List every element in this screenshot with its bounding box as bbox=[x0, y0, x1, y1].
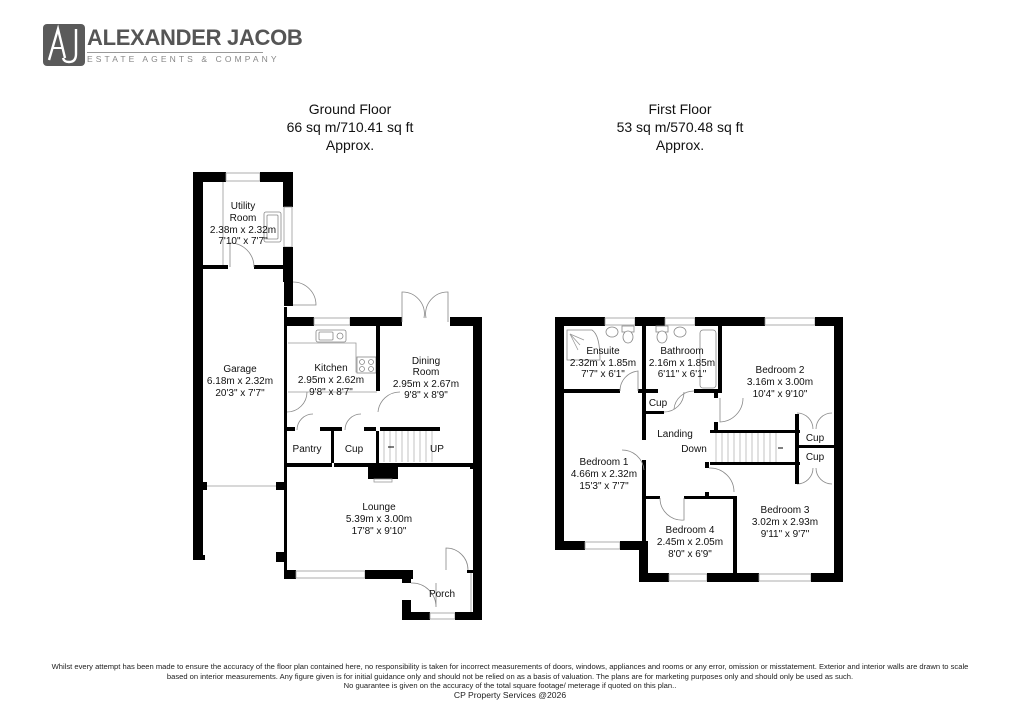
first-floor-area: 53 sq m/570.48 sq ft bbox=[616, 119, 744, 135]
logo-divider bbox=[87, 52, 263, 53]
monogram-badge bbox=[43, 24, 85, 66]
aj-monogram-icon bbox=[47, 24, 78, 64]
stairs-down-label: Down bbox=[681, 444, 707, 455]
ground-floor-title: Ground Floor bbox=[308, 101, 392, 117]
dining-room-metric: 2.95m x 2.67m bbox=[393, 379, 459, 390]
bedroom-2-metric: 3.16m x 3.00m bbox=[747, 377, 813, 388]
pantry-label: Pantry bbox=[293, 444, 322, 455]
kitchen-metric: 2.95m x 2.62m bbox=[298, 375, 364, 386]
ground-floor-plan: Utility Room 2.38m x 2.32m 7'10" x 7'7" … bbox=[193, 172, 482, 620]
lounge-metric: 5.39m x 3.00m bbox=[346, 514, 412, 525]
bedroom-4-metric: 2.45m x 2.05m bbox=[657, 537, 723, 548]
dining-room-label: Dining bbox=[412, 356, 440, 367]
utility-room-metric: 2.38m x 2.32m bbox=[210, 225, 276, 236]
lounge-imperial: 17'8" x 9'10" bbox=[352, 526, 407, 537]
disclaimer-line-2: based on interior measurements. Any figu… bbox=[166, 671, 854, 681]
porch-label: Porch bbox=[429, 589, 455, 600]
ensuite-label: Ensuite bbox=[586, 346, 620, 357]
disclaimer-line-3: No guarantee is given on the accuracy of… bbox=[343, 681, 677, 691]
plan-credit: CP Property Services @2026 bbox=[453, 689, 567, 700]
landing-cup-label: Cup bbox=[649, 398, 668, 409]
disclaimer: Whilst every attempt has been made to en… bbox=[0, 662, 1020, 700]
stairs-up-label: UP bbox=[430, 444, 444, 455]
bathroom-label: Bathroom bbox=[660, 346, 703, 357]
bedroom-3-label: Bedroom 3 bbox=[761, 505, 810, 516]
landing-label: Landing bbox=[657, 429, 693, 440]
ground-floor-area: 66 sq m/710.41 sq ft bbox=[286, 119, 414, 135]
ensuite-metric: 2.32m x 1.85m bbox=[570, 358, 636, 369]
bedroom-4-imperial: 8'0" x 6'9" bbox=[668, 549, 712, 560]
ground-floor-heading: Ground Floor 66 sq m/710.41 sq ft Approx… bbox=[250, 100, 450, 154]
garage-metric: 6.18m x 2.32m bbox=[207, 376, 273, 387]
bedroom-1-imperial: 15'3" x 7'7" bbox=[579, 481, 629, 492]
kitchen-imperial: 9'8" x 8'7" bbox=[309, 387, 353, 398]
agency-name: ALEXANDER JACOB bbox=[87, 25, 303, 50]
utility-room-imperial: 7'10" x 7'7" bbox=[218, 236, 268, 247]
cup-label: Cup bbox=[345, 444, 364, 455]
garage-imperial: 20'3" x 7'7" bbox=[215, 388, 265, 399]
bedroom-1-metric: 4.66m x 2.32m bbox=[571, 469, 637, 480]
bedroom-3-cup-label: Cup bbox=[806, 452, 825, 463]
kitchen-label: Kitchen bbox=[314, 363, 347, 374]
ground-floor-approx: Approx. bbox=[325, 137, 375, 153]
bedroom-3-imperial: 9'11" x 9'7" bbox=[761, 529, 810, 540]
first-floor-approx: Approx. bbox=[655, 137, 705, 153]
utility-room-label-2: Room bbox=[230, 213, 257, 224]
dining-room-label-2: Room bbox=[413, 367, 440, 378]
bedroom-3-metric: 3.02m x 2.93m bbox=[752, 517, 818, 528]
bathroom-imperial: 6'11" x 6'1" bbox=[658, 369, 707, 380]
lounge-label: Lounge bbox=[362, 502, 396, 513]
first-floor-plan: Ensuite 2.32m x 1.85m 7'7" x 6'1" Bathro… bbox=[555, 317, 843, 582]
bedroom-4-label: Bedroom 4 bbox=[666, 525, 715, 536]
utility-room-label: Utility bbox=[231, 201, 255, 212]
ensuite-imperial: 7'7" x 6'1" bbox=[581, 369, 625, 380]
disclaimer-line-1: Whilst every attempt has been made to en… bbox=[51, 662, 969, 671]
agency-logo: ALEXANDER JACOB ESTATE AGENTS & COMPANY bbox=[43, 24, 303, 68]
bedroom-2-cup-label: Cup bbox=[806, 433, 825, 444]
first-floor-title: First Floor bbox=[648, 101, 712, 117]
dining-room-imperial: 9'8" x 8'9" bbox=[404, 390, 448, 401]
bedroom-1-label: Bedroom 1 bbox=[580, 457, 629, 468]
first-floor-heading: First Floor 53 sq m/570.48 sq ft Approx. bbox=[580, 100, 780, 154]
bedroom-2-imperial: 10'4" x 9'10" bbox=[753, 389, 808, 400]
bedroom-2-label: Bedroom 2 bbox=[756, 365, 805, 376]
garage-label: Garage bbox=[223, 364, 257, 375]
agency-tagline: ESTATE AGENTS & COMPANY bbox=[87, 54, 280, 64]
bathroom-metric: 2.16m x 1.85m bbox=[649, 358, 715, 369]
